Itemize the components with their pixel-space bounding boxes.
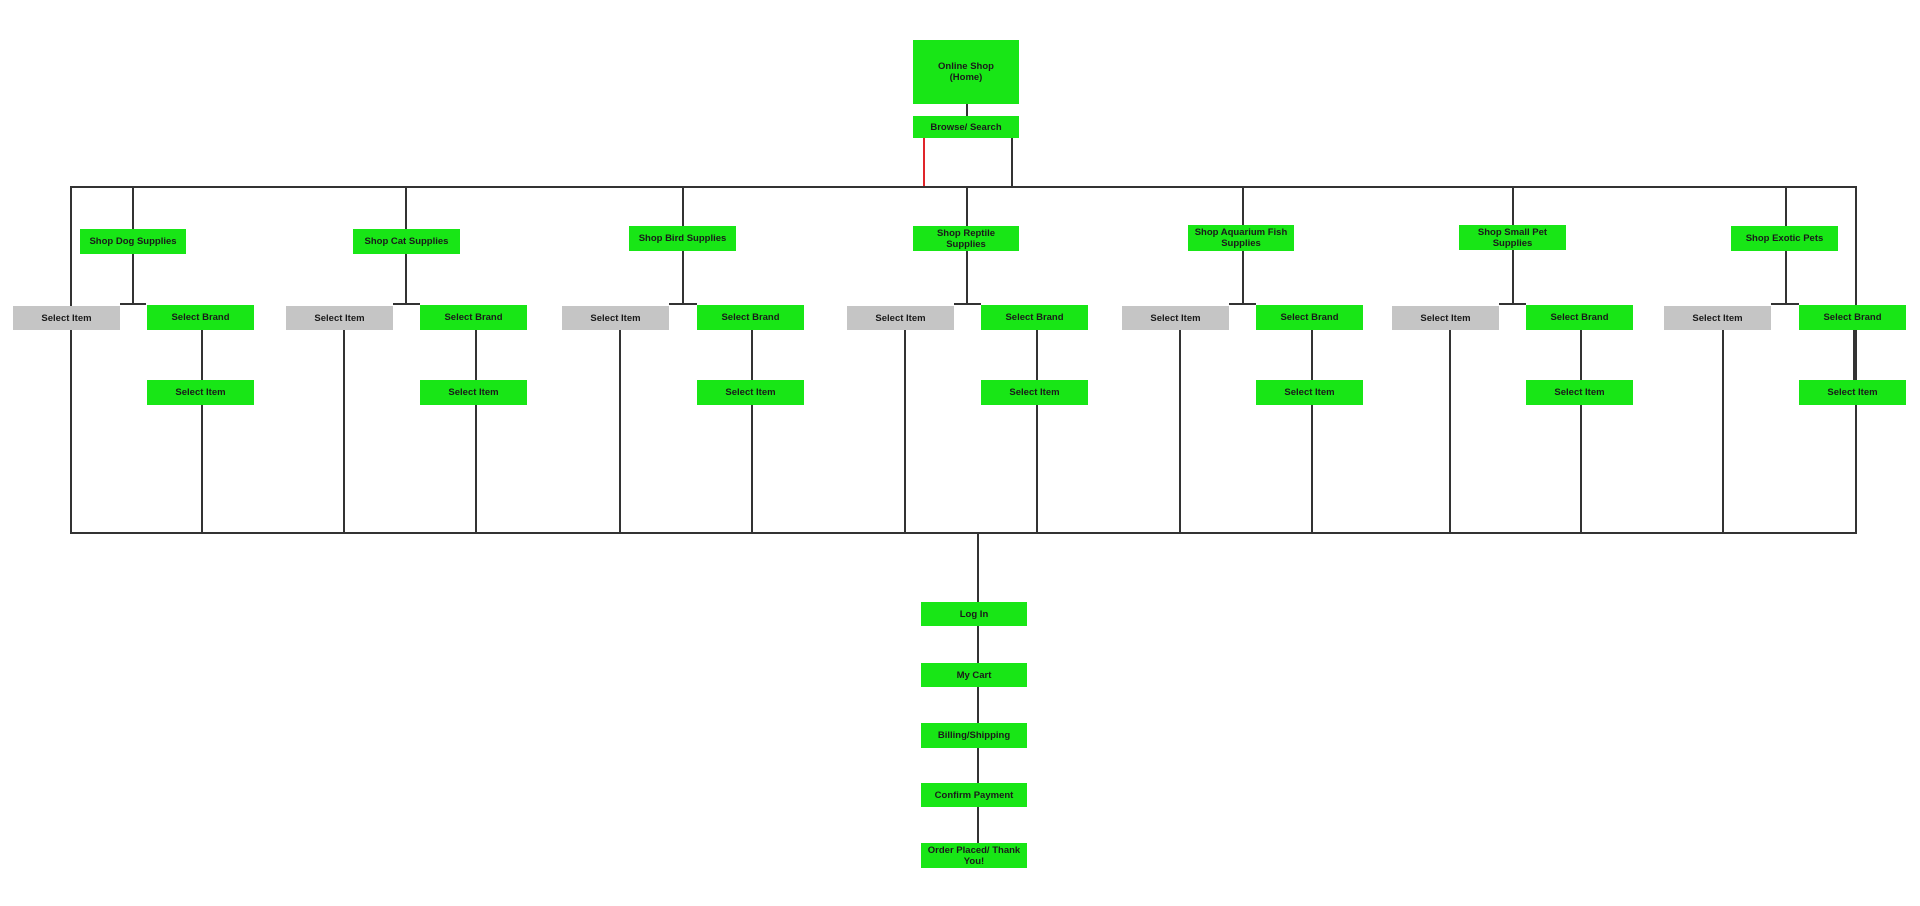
connector <box>1036 330 1038 380</box>
login-node[interactable]: Log In <box>921 602 1027 626</box>
connector <box>977 626 979 663</box>
connector <box>1449 330 1451 534</box>
select-item-node-reptile[interactable]: Select Item <box>847 306 954 330</box>
connector <box>393 303 420 305</box>
bus-left-edge <box>70 186 72 534</box>
category-node-dog[interactable]: Shop Dog Supplies <box>80 229 186 254</box>
top-bus-line <box>70 186 1857 188</box>
connector <box>405 186 407 229</box>
connector <box>966 251 968 304</box>
connector <box>1311 330 1313 380</box>
connector <box>977 807 979 843</box>
confirm-payment-node[interactable]: Confirm Payment <box>921 783 1027 807</box>
connector <box>475 405 477 534</box>
connector <box>904 330 906 534</box>
connector <box>751 405 753 534</box>
connector <box>1512 186 1514 225</box>
connector <box>475 330 477 380</box>
connector <box>751 330 753 380</box>
connector <box>1580 405 1582 534</box>
brand-item-node-cat[interactable]: Select Item <box>420 380 527 405</box>
brand-item-node-reptile[interactable]: Select Item <box>981 380 1088 405</box>
connector <box>1242 186 1244 226</box>
category-node-small-pet[interactable]: Shop Small Pet Supplies <box>1459 225 1566 250</box>
connector <box>1499 303 1526 305</box>
category-node-aquarium-fish[interactable]: Shop Aquarium Fish Supplies <box>1188 225 1294 251</box>
connector <box>1311 405 1313 534</box>
my-cart-node[interactable]: My Cart <box>921 663 1027 687</box>
connector <box>669 303 697 305</box>
connector <box>1722 330 1724 534</box>
connector <box>682 251 684 304</box>
select-brand-node-exotic-pets[interactable]: Select Brand <box>1799 305 1906 330</box>
select-item-node-dog[interactable]: Select Item <box>13 306 120 330</box>
connector <box>977 748 979 783</box>
order-placed-node[interactable]: Order Placed/ Thank You! <box>921 843 1027 868</box>
connector <box>1785 251 1787 304</box>
select-item-node-small-pet[interactable]: Select Item <box>1392 306 1499 330</box>
category-node-reptile[interactable]: Shop Reptile Supplies <box>913 226 1019 251</box>
connector <box>977 687 979 723</box>
billing-shipping-node[interactable]: Billing/Shipping <box>921 723 1027 748</box>
connector <box>682 186 684 226</box>
brand-item-node-dog[interactable]: Select Item <box>147 380 254 405</box>
connector <box>977 533 979 602</box>
connector <box>1785 186 1787 226</box>
category-node-bird[interactable]: Shop Bird Supplies <box>629 226 736 251</box>
connector <box>1853 330 1855 380</box>
connector-highlight <box>923 138 925 187</box>
connector <box>132 254 134 304</box>
select-brand-node-bird[interactable]: Select Brand <box>697 305 804 330</box>
select-brand-node-aquarium-fish[interactable]: Select Brand <box>1256 305 1363 330</box>
connector <box>619 330 621 534</box>
brand-item-node-exotic-pets[interactable]: Select Item <box>1799 380 1906 405</box>
home-node[interactable]: Online Shop (Home) <box>913 40 1019 104</box>
connector <box>1036 405 1038 534</box>
select-item-node-aquarium-fish[interactable]: Select Item <box>1122 306 1229 330</box>
category-node-exotic-pets[interactable]: Shop Exotic Pets <box>1731 226 1838 251</box>
connector <box>966 104 968 116</box>
select-item-node-cat[interactable]: Select Item <box>286 306 393 330</box>
bottom-bus-line <box>70 532 1857 534</box>
connector <box>1580 330 1582 380</box>
category-node-cat[interactable]: Shop Cat Supplies <box>353 229 460 254</box>
select-brand-node-small-pet[interactable]: Select Brand <box>1526 305 1633 330</box>
connector <box>966 186 968 226</box>
connector <box>1179 330 1181 534</box>
bus-right-edge <box>1855 186 1857 534</box>
select-brand-node-dog[interactable]: Select Brand <box>147 305 254 330</box>
connector <box>1771 303 1799 305</box>
connector <box>201 405 203 534</box>
brand-item-node-aquarium-fish[interactable]: Select Item <box>1256 380 1363 405</box>
connector <box>954 303 981 305</box>
brand-item-node-bird[interactable]: Select Item <box>697 380 804 405</box>
browse-search-node[interactable]: Browse/ Search <box>913 116 1019 138</box>
select-brand-node-reptile[interactable]: Select Brand <box>981 305 1088 330</box>
select-item-node-exotic-pets[interactable]: Select Item <box>1664 306 1771 330</box>
brand-item-node-small-pet[interactable]: Select Item <box>1526 380 1633 405</box>
connector <box>405 254 407 304</box>
connector <box>132 186 134 229</box>
select-item-node-bird[interactable]: Select Item <box>562 306 669 330</box>
select-brand-node-cat[interactable]: Select Brand <box>420 305 527 330</box>
connector <box>343 330 345 534</box>
connector <box>1512 250 1514 304</box>
connector <box>1011 138 1013 187</box>
connector <box>1242 251 1244 304</box>
connector <box>201 330 203 380</box>
connector <box>1229 303 1256 305</box>
connector <box>120 303 146 305</box>
